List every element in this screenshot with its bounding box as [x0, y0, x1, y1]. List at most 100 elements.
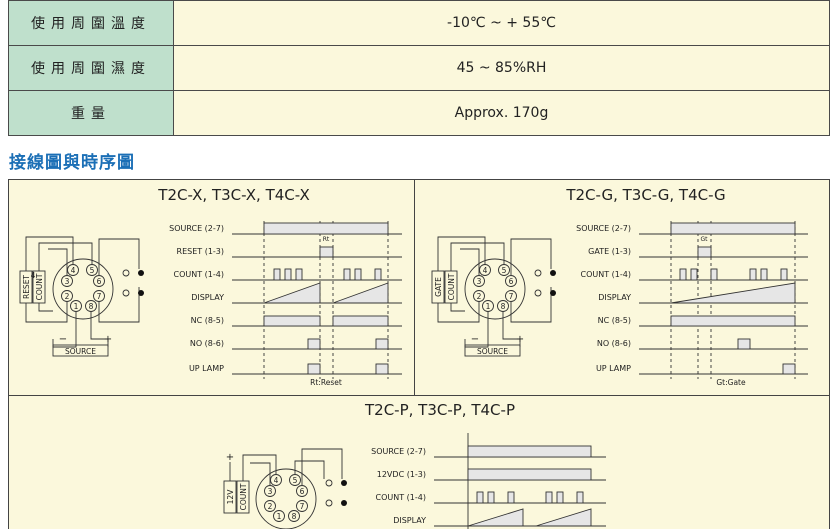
pin-label: 7 [509, 292, 514, 301]
timing-ramp [467, 508, 524, 527]
timing-bar [467, 468, 592, 481]
minus-sign: − [471, 334, 479, 345]
timing-bar [670, 222, 796, 235]
side-label-count: COUNT [447, 273, 456, 300]
signal-label: DISPLAY [598, 293, 631, 302]
timing-ramp [332, 282, 389, 304]
pin-label: 6 [97, 277, 102, 286]
pin-label: 6 [509, 277, 514, 286]
timing-bar [679, 268, 687, 281]
timing-bar [343, 268, 351, 281]
timing-bar [545, 491, 553, 504]
pin-label: 8 [292, 512, 297, 521]
contact-dot [341, 500, 347, 506]
timing-marker-gt: Gt [700, 236, 708, 243]
signal-label: SOURCE (2-7) [169, 224, 224, 233]
pin-label: 1 [486, 302, 491, 311]
pin-label: 8 [501, 302, 506, 311]
spec-value: Approx. 170g [173, 90, 830, 136]
panel-g [414, 179, 830, 396]
signal-label: RESET (1-3) [177, 247, 224, 256]
panel-x-title: T2C-X, T3C-X, T4C-X [157, 186, 309, 204]
timing-bar [576, 491, 584, 504]
timing-bar [319, 246, 334, 258]
section-heading: 接線圖與時序圖 [9, 153, 135, 173]
pin-label: 2 [477, 292, 482, 301]
pin-label: 7 [97, 292, 102, 301]
contact-open [325, 499, 333, 507]
source-label: SOURCE [65, 347, 96, 356]
timing-bar [375, 363, 389, 375]
timing-bar [487, 491, 495, 504]
timing-bar [332, 315, 389, 327]
signal-label: COUNT (1-4) [174, 270, 224, 279]
pin-label: 4 [31, 271, 36, 280]
pin-label: 3 [65, 277, 70, 286]
plus-sign: + [104, 334, 112, 345]
timing-bar [263, 315, 321, 327]
contact-dot [550, 290, 556, 296]
contact-dot [550, 270, 556, 276]
signal-label: UP LAMP [596, 364, 631, 373]
pin-label: 5 [90, 266, 95, 275]
pin-label: 2 [268, 502, 273, 511]
caption-x: Rt:Reset [310, 378, 342, 387]
timing-marker-rt: Rt [323, 236, 330, 243]
minus-sign: − [59, 334, 67, 345]
signal-label: NO (8-6) [190, 339, 224, 348]
timing-bar [670, 315, 796, 327]
pin-label: 8 [89, 302, 94, 311]
timing-bar [697, 246, 712, 258]
signal-label: COUNT (1-4) [376, 493, 426, 502]
timing-bar [374, 268, 382, 281]
timing-bar [263, 222, 389, 235]
spec-row: 重量 Approx. 170g [8, 90, 830, 136]
pin-label: 7 [300, 502, 305, 511]
contact-dot [138, 290, 144, 296]
side-label-gate: GATE [434, 277, 443, 297]
signal-label: SOURCE (2-7) [576, 224, 631, 233]
signal-label: GATE (1-3) [588, 247, 631, 256]
signal-label: SOURCE (2-7) [371, 447, 426, 456]
timing-bar [710, 268, 718, 281]
contact-open [325, 479, 333, 487]
timing-bar [467, 445, 592, 458]
signal-label: DISPLAY [393, 516, 426, 525]
timing-bar [375, 338, 389, 350]
signal-label: NC (8-5) [598, 316, 631, 325]
pin-label: 4 [483, 266, 488, 275]
signal-label: NC (8-5) [191, 316, 224, 325]
panel-p-title: T2C-P, T3C-P, T4C-P [364, 401, 515, 419]
side-label-count: COUNT [35, 273, 44, 300]
timing-ramp [670, 282, 796, 304]
timing-bar [737, 338, 751, 350]
timing-bar [476, 491, 484, 504]
timing-bar [780, 268, 788, 281]
timing-bar [507, 491, 515, 504]
panel-p [8, 395, 830, 529]
pin-label: 6 [300, 487, 305, 496]
plus-sign: + [516, 334, 524, 345]
timing-bar [782, 363, 796, 375]
pin-label: 1 [277, 512, 282, 521]
timing-ramp [263, 282, 321, 304]
pin-label: 5 [502, 266, 507, 275]
spec-label: 使用周圍溫度 [8, 0, 174, 46]
timing-bar [556, 491, 564, 504]
spec-value: -10℃ ~ + 55℃ [173, 0, 830, 46]
timing-bar [284, 268, 292, 281]
side-label-reset: RESET [22, 275, 31, 299]
timing-bar [749, 268, 757, 281]
wiring-timing-diagram: T2C-X, T3C-X, T4C-X T2C-G, T3C-G, T4C-G … [8, 179, 830, 529]
timing-bar [760, 268, 768, 281]
timing-bar [307, 338, 321, 350]
wiring-p [223, 448, 343, 529]
spec-row: 使用周圍溫度 -10℃ ~ + 55℃ [8, 0, 830, 46]
panel-g-title: T2C-G, T3C-G, T4C-G [565, 186, 725, 204]
wiring-g [431, 236, 552, 357]
contact-dot [138, 270, 144, 276]
timing-bar [354, 268, 362, 281]
spec-row: 使用周圍濕度 45 ~ 85%RH [8, 45, 830, 91]
pin-label: 4 [71, 266, 76, 275]
spec-label: 使用周圍濕度 [8, 45, 174, 91]
